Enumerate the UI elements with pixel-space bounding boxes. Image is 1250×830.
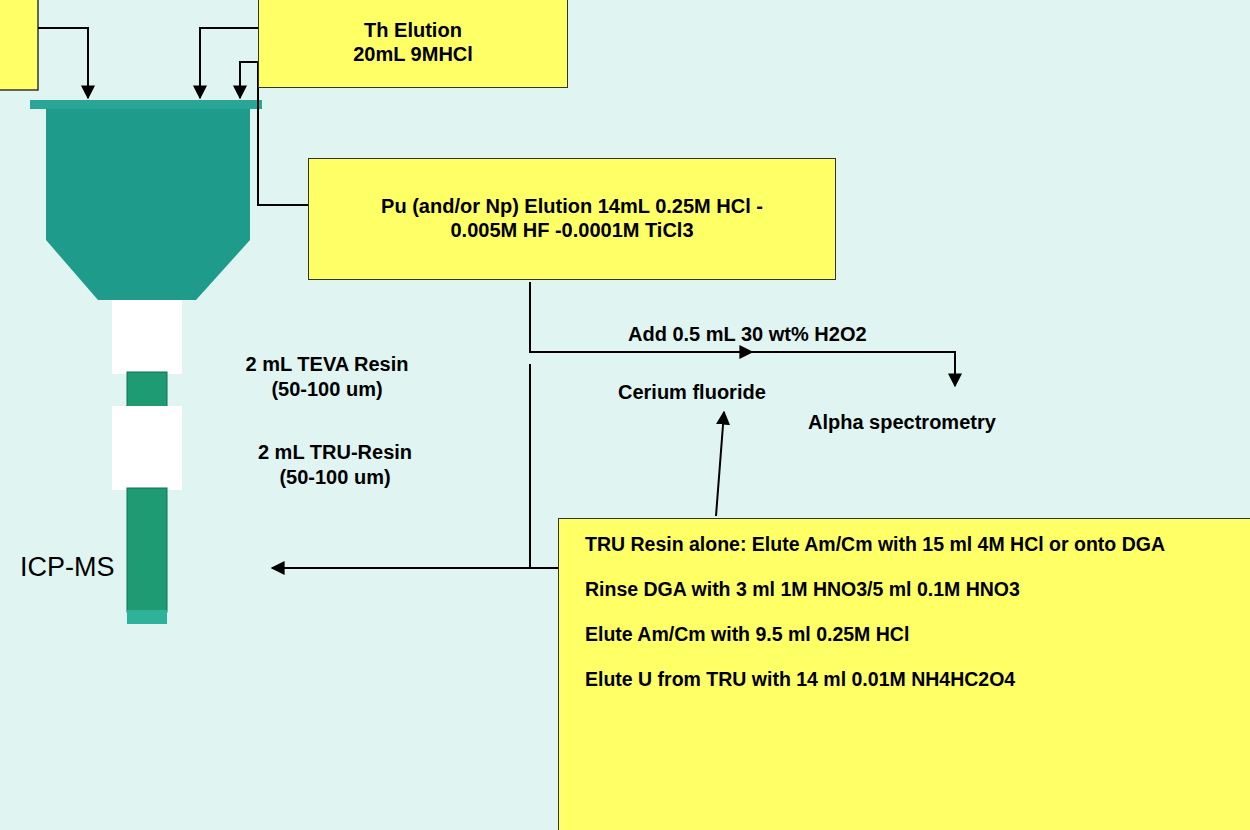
box-text: 20mL 9MHCl [267,42,559,66]
flow-line [716,412,724,516]
step-label: Cerium fluoride [618,380,818,405]
column-section [112,406,182,490]
flow-line [530,567,558,569]
resin-bed [127,488,167,612]
box-text: Elute Am/Cm with 9.5 ml 0.25M HCl [585,623,1217,646]
step-label: Add 0.5 mL 30 wt% H2O2 [628,322,968,347]
column-section [112,298,182,374]
process-box: TRU Resin alone: Elute Am/Cm with 15 ml … [558,518,1250,830]
flow-line [38,28,88,98]
partial-box [0,0,38,90]
reservoir-rim [30,100,262,109]
box-text: Elute U from TRU with 14 ml 0.01M NH4HC2… [585,668,1217,691]
box-text: Rinse DGA with 3 ml 1M HNO3/5 ml 0.1M HN… [585,578,1217,601]
column-tip [127,610,167,624]
resin-label: 2 mL TRU-Resin (50-100 um) [240,440,430,490]
process-box: Pu (and/or Np) Elution 14mL 0.25M HCl - … [308,158,836,280]
flow-line [750,352,955,386]
box-text: Th Elution [267,18,559,42]
step-label: ICP-MS [20,550,160,584]
box-text: Pu (and/or Np) Elution 14mL 0.25M HCl - … [373,194,771,242]
step-label: Alpha spectrometry [808,410,1128,435]
reservoir [46,108,250,300]
resin-label: 2 mL TEVA Resin (50-100 um) [232,352,422,402]
resin-bed [127,372,167,408]
box-text: TRU Resin alone: Elute Am/Cm with 15 ml … [585,533,1217,556]
process-box: Th Elution20mL 9MHCl [258,0,568,88]
